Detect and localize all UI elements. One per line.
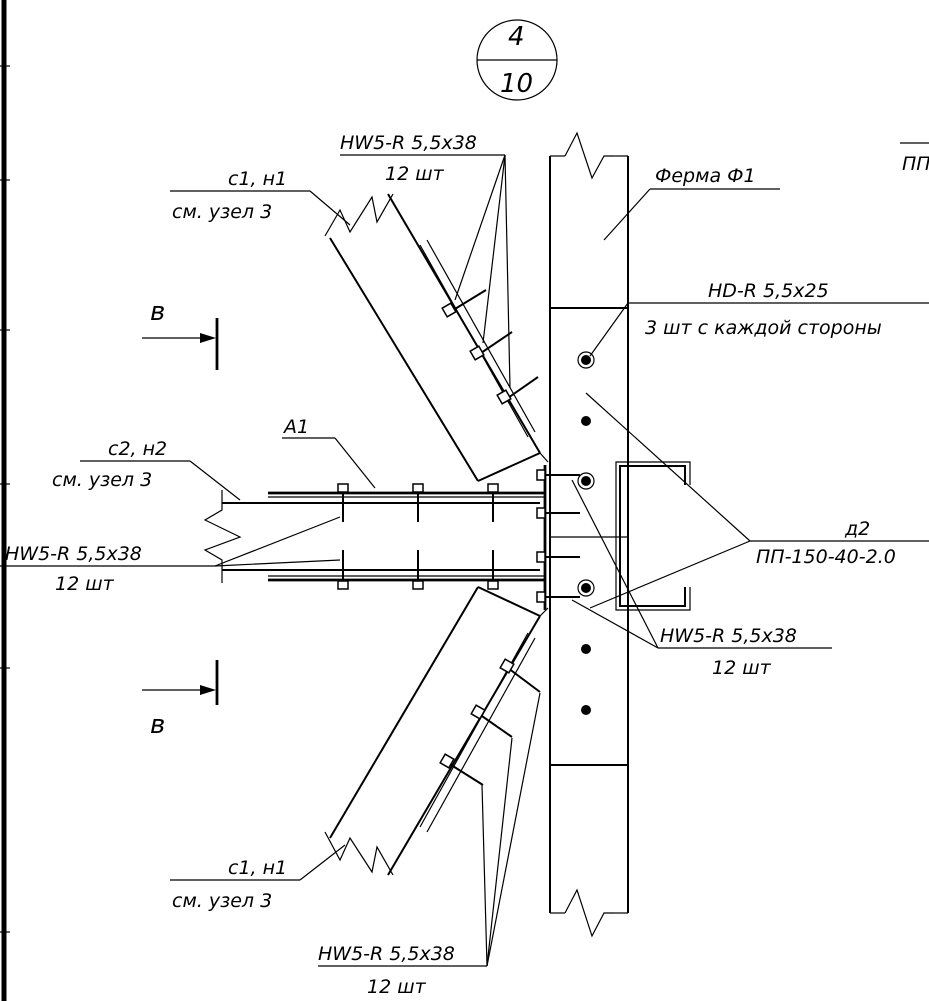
screw bbox=[536, 591, 580, 603]
screw bbox=[536, 469, 580, 481]
member-upper-ref: см. узел 3 bbox=[172, 201, 272, 223]
member-lower-id: с1, н1 bbox=[228, 857, 287, 879]
callout-member-upper: с1, н1 см. узел 3 bbox=[170, 168, 351, 226]
bolt-hole bbox=[581, 476, 591, 486]
screw-hd-spec: HD-R 5,5x25 bbox=[708, 280, 829, 302]
callout-screw-upper: HW5-R 5,5x38 12 шт bbox=[340, 132, 511, 389]
gusset-id: д2 bbox=[844, 518, 870, 540]
callout-member-lower: с1, н1 см. узел 3 bbox=[170, 844, 346, 912]
screw bbox=[496, 376, 539, 405]
horizontal-member bbox=[203, 465, 580, 610]
section-label-bottom: в bbox=[150, 710, 165, 740]
truss-chord bbox=[549, 131, 629, 938]
callout-cut-partial: ПП bbox=[900, 142, 929, 175]
cut-partial-label: ПП bbox=[902, 153, 929, 175]
screw bbox=[470, 704, 513, 738]
bolt-hole bbox=[581, 644, 591, 654]
screw-left-qty: 12 шт bbox=[55, 573, 115, 595]
node-marker-top: 4 bbox=[508, 22, 525, 52]
screw-right-qty: 12 шт bbox=[712, 657, 772, 679]
screw-upper-spec: HW5-R 5,5x38 bbox=[340, 132, 477, 154]
screw bbox=[536, 551, 580, 563]
screw bbox=[499, 658, 541, 693]
screw bbox=[412, 483, 424, 522]
callout-screw-hd: HD-R 5,5x25 3 шт с каждой стороны bbox=[589, 280, 929, 357]
member-mid-ref: см. узел 3 bbox=[52, 469, 152, 491]
bolt-hole bbox=[581, 416, 591, 426]
member-upper-id: с1, н1 bbox=[228, 168, 287, 190]
screw-right-spec: HW5-R 5,5x38 bbox=[660, 625, 797, 647]
screw-lower-qty: 12 шт bbox=[367, 976, 427, 998]
callout-member-mid: с2, н2 см. узел 3 bbox=[52, 438, 241, 501]
screw bbox=[487, 483, 499, 522]
screw bbox=[487, 550, 499, 590]
screw-upper-qty: 12 шт bbox=[385, 163, 445, 185]
callout-truss: Ферма Ф1 bbox=[603, 165, 780, 241]
callout-angle-a1: А1 bbox=[282, 416, 376, 489]
screw bbox=[337, 550, 349, 590]
bolt-hole bbox=[581, 705, 591, 715]
upper-diagonal bbox=[324, 193, 549, 482]
screw bbox=[337, 483, 349, 522]
c-profile bbox=[615, 461, 691, 611]
angle-a1-label: А1 bbox=[282, 416, 309, 438]
member-lower-ref: см. узел 3 bbox=[172, 890, 272, 912]
screw bbox=[441, 289, 487, 318]
callout-gusset: д2 ПП-150-40-2.0 bbox=[585, 392, 929, 609]
section-mark-top: в bbox=[142, 297, 219, 370]
section-mark-bottom: в bbox=[142, 660, 219, 740]
section-label-top: в bbox=[150, 297, 165, 327]
screw-hd-qty: 3 шт с каждой стороны bbox=[645, 317, 882, 339]
member-mid-id: с2, н2 bbox=[108, 438, 167, 460]
screw bbox=[412, 550, 424, 590]
screw bbox=[536, 507, 580, 519]
truss-label: Ферма Ф1 bbox=[655, 165, 756, 187]
gusset-profile: ПП-150-40-2.0 bbox=[756, 546, 896, 568]
bolt-hole bbox=[581, 583, 591, 593]
node-marker: 4 10 bbox=[476, 19, 558, 101]
callout-screw-right: HW5-R 5,5x38 12 шт bbox=[571, 479, 832, 679]
callout-screw-left: HW5-R 5,5x38 12 шт bbox=[0, 516, 341, 595]
bolt-hole bbox=[581, 355, 591, 365]
callout-screw-lower: HW5-R 5,5x38 12 шт bbox=[318, 692, 541, 998]
screw bbox=[469, 331, 513, 361]
node-marker-bottom: 10 bbox=[500, 69, 533, 99]
screw-lower-spec: HW5-R 5,5x38 bbox=[318, 943, 455, 965]
lower-diagonal bbox=[324, 586, 549, 876]
screw bbox=[439, 753, 484, 786]
sheet-border bbox=[0, 0, 10, 1001]
screw-left-spec: HW5-R 5,5x38 bbox=[5, 543, 142, 565]
